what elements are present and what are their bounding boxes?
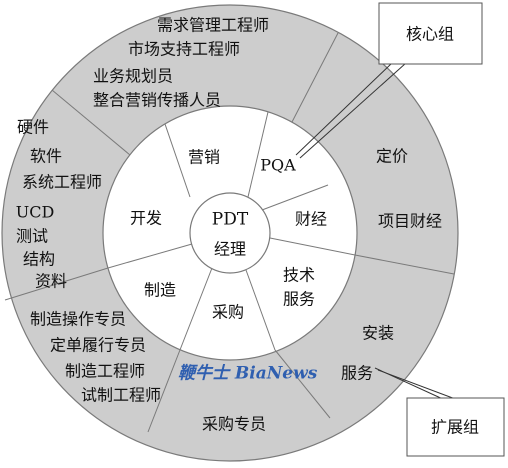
center-label-pdt: PDT: [212, 210, 249, 230]
divider-marketing-finance: [291, 32, 339, 123]
outer-label-market-support: 市场支持工程师: [128, 40, 240, 59]
center-circle: [189, 192, 271, 274]
extended-pointer-line-2: [377, 369, 459, 401]
inner-label-marketing: 营销: [188, 148, 220, 167]
divider-finance-service: [354, 254, 455, 275]
outer-label-service: 服务: [341, 364, 373, 383]
divider-inner-dev-mfg: [107, 243, 193, 269]
center-label-manager: 经理: [214, 240, 246, 259]
divider-inner-marketing-dev: [164, 123, 191, 198]
outer-label-installation: 安装: [362, 324, 394, 343]
outer-label-structure: 结构: [23, 250, 55, 269]
outer-label-trial-engineer: 试制工程师: [81, 386, 161, 405]
inner-label-procurement: 采购: [212, 303, 244, 322]
outer-label-business-planner: 业务规划员: [93, 67, 173, 86]
outer-label-documentation: 资料: [35, 272, 67, 291]
core-callout-pointer: [295, 62, 407, 159]
outer-label-hardware: 硬件: [17, 118, 49, 137]
watermark-text: 鞭牛士 BiaNews: [178, 364, 318, 384]
outer-label-mfg-engineer: 制造工程师: [65, 362, 145, 381]
core-pointer-line-1: [295, 62, 393, 156]
inner-label-manufacturing: 制造: [144, 281, 176, 300]
divider-inner-pqa-marketing: [247, 111, 269, 198]
extended-callout-pointer: [374, 367, 459, 401]
extended-callout-box: [406, 397, 505, 457]
core-pointer-line-2: [299, 62, 407, 159]
outer-label-integrated-marketing: 整合营销传播人员: [93, 91, 221, 110]
divider-marketing-development: [51, 89, 131, 156]
inner-dividers: [107, 111, 356, 356]
outer-label-order-fulfillment: 定单履行专员: [50, 336, 146, 355]
outer-label-procurement-specialist: 采购专员: [202, 415, 266, 434]
divider-inner-proc-tech: [245, 269, 276, 351]
inner-label-service: 服务: [283, 290, 315, 309]
divider-inner-mfg-proc: [177, 267, 213, 356]
outer-label-software: 软件: [30, 147, 62, 166]
divider-procurement-service: [274, 349, 331, 419]
core-callout-box: [378, 2, 483, 65]
outer-label-project-finance: 项目财经: [378, 212, 442, 231]
outer-label-requirements-engineer: 需求管理工程师: [157, 16, 269, 35]
outer-label-systems-engineer: 系统工程师: [22, 173, 102, 192]
inner-label-pqa: PQA: [260, 156, 296, 175]
divider-inner-tech-fin: [269, 237, 356, 256]
divider-manufacturing-procurement: [147, 354, 179, 433]
extended-callout-label: 扩展组: [431, 418, 479, 437]
inner-label-finance: 财经: [295, 210, 327, 229]
outer-label-mfg-operator: 制造操作专员: [30, 310, 126, 329]
divider-development-manufacturing: [4, 267, 109, 301]
inner-label-tech: 技术: [283, 266, 315, 285]
outer-dividers: [4, 32, 455, 433]
inner-label-development: 开发: [130, 209, 162, 228]
outer-label-pricing: 定价: [376, 147, 408, 166]
core-callout-label: 核心组: [406, 25, 454, 44]
divider-inner-fin-pqa: [261, 184, 329, 211]
outer-label-ucd: UCD: [16, 203, 55, 222]
outer-label-testing: 测试: [16, 227, 48, 246]
